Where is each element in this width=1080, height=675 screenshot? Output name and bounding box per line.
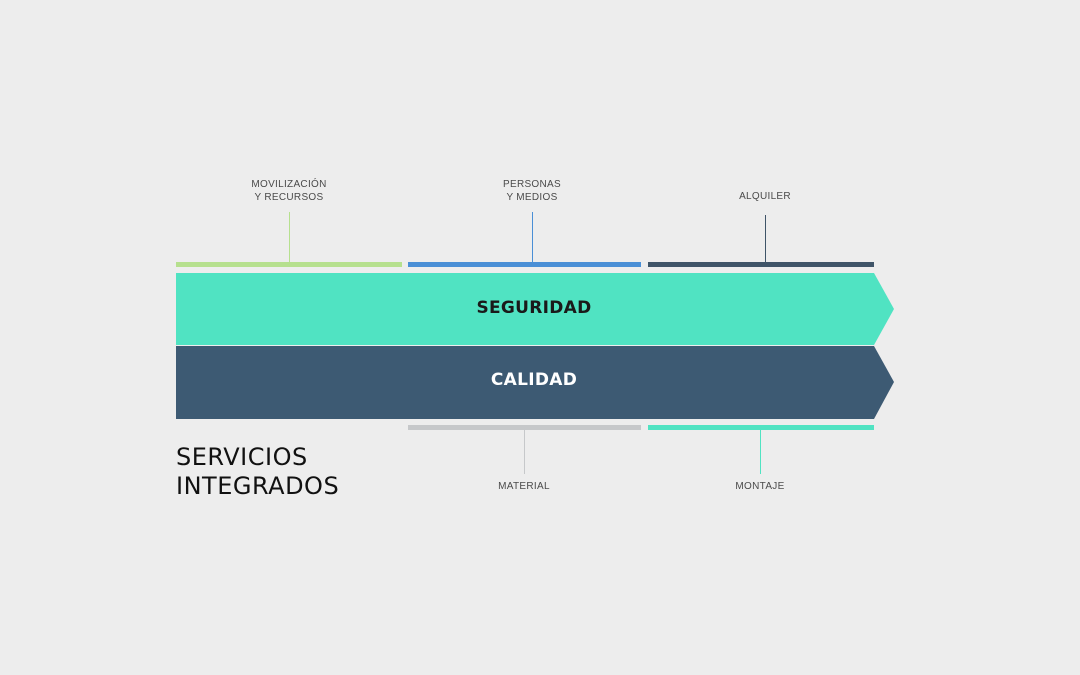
connector-line (765, 215, 766, 262)
segment-bar (648, 425, 874, 430)
connector-line (289, 212, 290, 262)
label-line: Y MEDIOS (506, 192, 558, 203)
title-line: INTEGRADOS (176, 472, 340, 500)
segment-bar (176, 262, 402, 267)
diagram-title: SERVICIOS INTEGRADOS (176, 443, 339, 501)
top-item-label: PERSONAS Y MEDIOS (452, 178, 612, 204)
segment-bar (648, 262, 874, 267)
band-calidad-label: CALIDAD (490, 370, 578, 390)
segment-bar (408, 262, 641, 267)
label-line: ALQUILER (739, 191, 791, 202)
connector-line (532, 212, 533, 262)
band-calidad-shape (176, 346, 894, 419)
connector-line (524, 430, 525, 474)
connector-line (760, 430, 761, 474)
title-line: SERVICIOS (176, 443, 308, 471)
bottom-item-label: MONTAJE (735, 481, 785, 492)
top-item-label: MOVILIZACIÓN Y RECURSOS (209, 178, 369, 204)
bottom-item-label: MATERIAL (498, 481, 550, 492)
segment-bar (408, 425, 641, 430)
label-line: Y RECURSOS (254, 192, 324, 203)
top-item-label: ALQUILER (685, 190, 845, 203)
band-seguridad-shape (176, 273, 894, 345)
label-line: PERSONAS (503, 179, 561, 190)
band-seguridad-label: SEGURIDAD (476, 298, 592, 318)
label-line: MOVILIZACIÓN (251, 179, 327, 190)
